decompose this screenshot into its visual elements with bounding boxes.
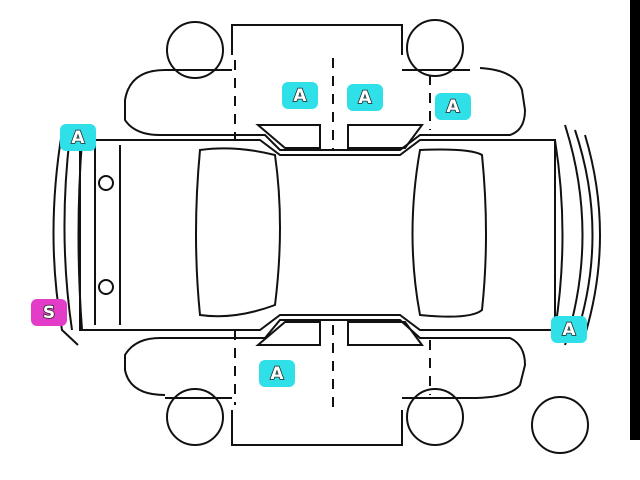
- right-edge-bar: [630, 0, 640, 440]
- damage-badge-s[interactable]: S: [31, 299, 67, 326]
- upper-side-view: [124, 19, 527, 151]
- wheel-icon: [166, 21, 224, 79]
- lower-side-view: [124, 319, 589, 454]
- damage-badge-a[interactable]: A: [60, 124, 96, 151]
- spare-wheel-icon: [531, 396, 589, 454]
- wheel-icon: [406, 388, 464, 446]
- damage-badge-a[interactable]: A: [282, 82, 318, 109]
- damage-badge-a[interactable]: A: [259, 360, 295, 387]
- damage-badge-a[interactable]: A: [347, 84, 383, 111]
- damage-badge-a[interactable]: A: [551, 316, 587, 343]
- damage-badge-a[interactable]: A: [435, 93, 471, 120]
- wheel-icon: [406, 19, 464, 77]
- wheel-icon: [166, 388, 224, 446]
- top-view-body: [52, 124, 601, 346]
